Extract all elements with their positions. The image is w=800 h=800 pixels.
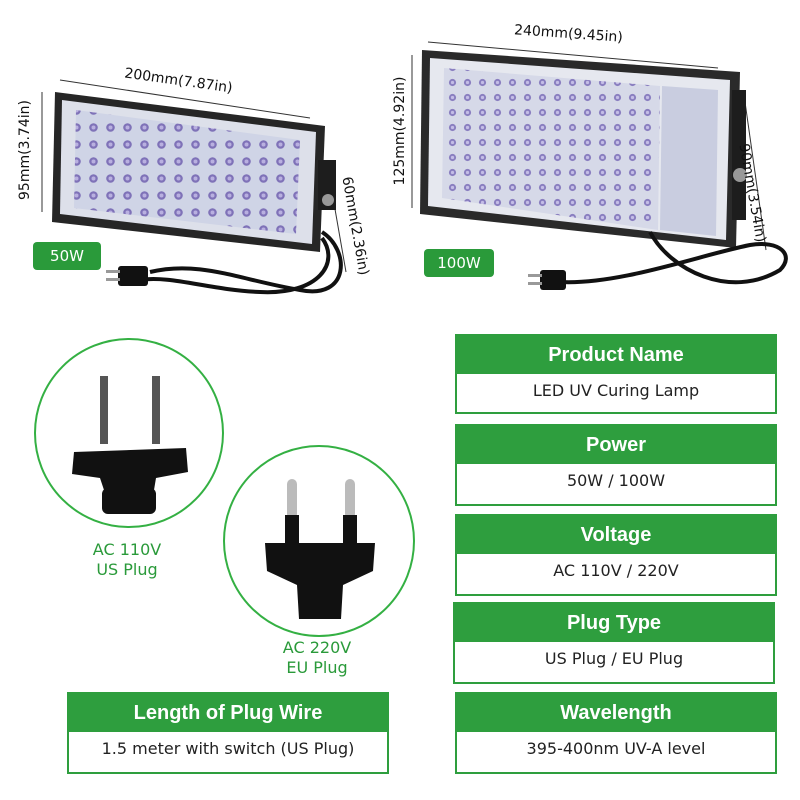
spec-product-name: Product Name LED UV Curing Lamp xyxy=(455,334,777,414)
lamp-50w-height-label: 95mm(3.74in) xyxy=(17,100,33,200)
spec-product-name-value: LED UV Curing Lamp xyxy=(532,381,700,400)
spec-voltage-value: AC 110V / 220V xyxy=(553,561,679,580)
lamp-100w-image xyxy=(411,41,788,290)
spec-plug-type: Plug Type US Plug / EU Plug xyxy=(453,602,775,684)
lamp-50w-badge: 50W xyxy=(33,242,101,270)
spec-power-title: Power xyxy=(457,426,775,464)
spec-product-name-title: Product Name xyxy=(457,336,775,374)
eu-plug-label: AC 220V EU Plug xyxy=(252,638,382,678)
lamp-100w-height-label: 125mm(4.92in) xyxy=(392,76,408,186)
us-plug-voltage: AC 110V xyxy=(92,540,162,559)
us-plug-icon xyxy=(72,376,188,514)
lamp-100w-badge: 100W xyxy=(424,249,494,277)
eu-plug-circle xyxy=(223,445,415,637)
us-plug-type: US Plug xyxy=(96,560,158,579)
spec-voltage: Voltage AC 110V / 220V xyxy=(455,514,777,596)
eu-plug-icon xyxy=(265,479,375,619)
spec-wire-length-title: Length of Plug Wire xyxy=(69,694,387,732)
spec-plug-type-value: US Plug / EU Plug xyxy=(544,649,684,668)
lamp-50w-figure: 200mm(7.87in) 95mm(3.74in) 60mm(2.36in) … xyxy=(0,0,400,310)
spec-plug-type-title: Plug Type xyxy=(455,604,773,642)
eu-plug-voltage: AC 220V xyxy=(282,638,352,657)
lamp-100w-figure: 240mm(9.45in) 125mm(4.92in) 90mm(3.54in)… xyxy=(392,0,800,310)
eu-plug-type: EU Plug xyxy=(286,658,348,677)
spec-wire-length-value: 1.5 meter with switch (US Plug) xyxy=(101,739,355,758)
lamp-50w-image xyxy=(41,79,347,295)
spec-power-value: 50W / 100W xyxy=(566,471,666,490)
spec-voltage-title: Voltage xyxy=(457,516,775,554)
spec-power: Power 50W / 100W xyxy=(455,424,777,506)
spec-wavelength-title: Wavelength xyxy=(457,694,775,732)
spec-wavelength-value: 395-400nm UV-A level xyxy=(526,739,706,758)
spec-wavelength: Wavelength 395-400nm UV-A level xyxy=(455,692,777,774)
spec-wire-length: Length of Plug Wire 1.5 meter with switc… xyxy=(67,692,389,774)
us-plug-circle xyxy=(34,338,224,528)
us-plug-label: AC 110V US Plug xyxy=(62,540,192,580)
